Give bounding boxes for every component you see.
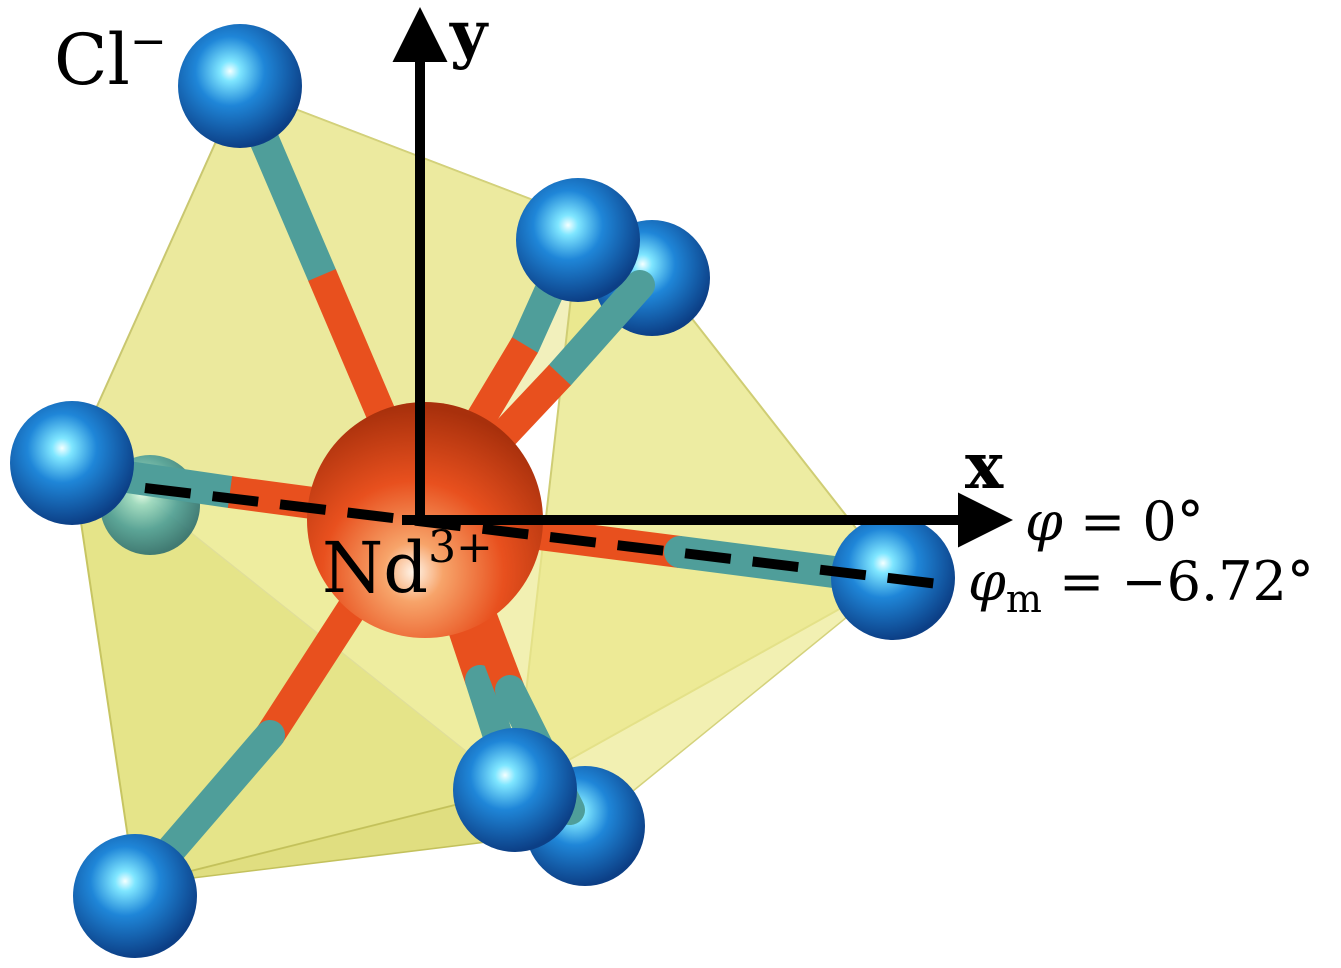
cl-atom-left [10, 401, 134, 525]
axis-y-label: y [449, 0, 489, 72]
bond-top-right-outer [545, 270, 655, 390]
coordinate-axes [392, 7, 1013, 548]
cl-atom-top-right [516, 178, 640, 302]
front-ligands [10, 24, 955, 958]
cl-atom-top-left [178, 24, 302, 148]
cl-atom-bottom-center [453, 728, 577, 852]
phi-label: φ = 0° [1025, 490, 1204, 553]
cl-atom-bottom-left [73, 834, 197, 958]
center-charge: 3+ [428, 522, 493, 573]
axis-x-label: x [965, 429, 1004, 504]
ligand-label: Cl− [54, 16, 167, 101]
ligand-charge: − [130, 16, 167, 67]
center-label: Nd3+ [322, 522, 493, 609]
phi-m-label: φm = −6.72° [968, 550, 1314, 621]
